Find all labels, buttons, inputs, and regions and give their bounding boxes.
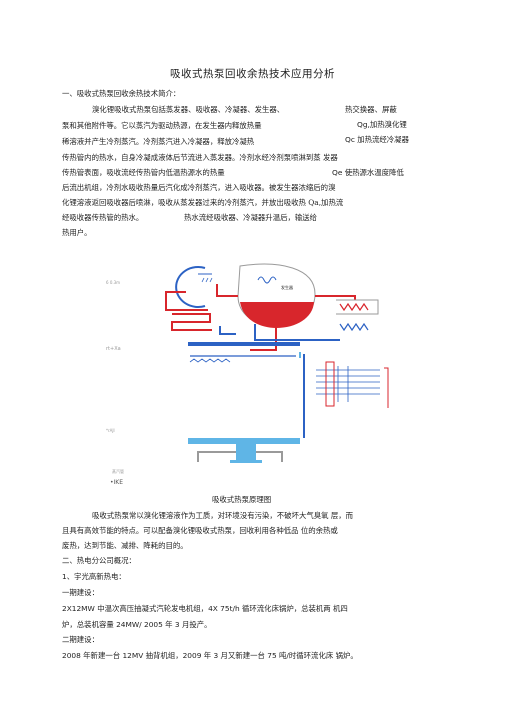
intro-line-0: 溴化锂吸收式热泵包括蒸发器、吸收器、冷凝器、发生器、: [92, 105, 285, 114]
para2-line-2: 废热，达到节能、减排、降耗的目的。: [62, 541, 188, 550]
phase2-heading: 二期建设：: [62, 635, 99, 644]
para2-line-0: 吸收式热泵常以溴化锂溶液作为工质，对环境没有污染，不破坏大气臭氧 层，而: [92, 511, 354, 520]
heat-exchanger-icon: [336, 299, 379, 332]
intro-line-4: 传热管表面，吸收流经传热管内低温热源水的热量: [62, 168, 225, 177]
intro-line-6: 化锂溶液返回吸收器后喷淋，吸收从蒸发器过来的冷剂蒸汽，并放出吸收热 Qa,加热流: [62, 198, 344, 207]
phase2-line-0: 2008 年新建一台 12MV 抽背机组，2009 年 3 月又新建一台 75 …: [62, 651, 358, 660]
absorption-heat-pump-diagram: 6 0.3m rt+Xa *rAJl 蒸汽管 •IKE 发生器: [106, 263, 389, 486]
intro-line-2: 稀溶液并产生冷剂蒸汽。冷剂蒸汽进入冷凝器，释放冷凝热: [62, 137, 255, 146]
phase1-line-1: 炉，总装机容量 24MW/ 2005 年 3 月投产。: [62, 620, 212, 629]
diagram-label-5: •IKE: [110, 479, 123, 486]
intro-line-3: 传热管内的热水，自身冷凝成液体后节流进入蒸发器。冷剂水经冷剂泵喷淋到蒸 发器: [62, 153, 338, 162]
side-note-2: Qg,加热溴化锂: [357, 120, 407, 129]
intro-line-7: 经吸收器传热管的热水。: [62, 213, 144, 222]
diagram-label-3: *rAJl: [106, 428, 115, 433]
intro-line-9: 热用户。: [62, 228, 92, 237]
absorber-tank-icon: [188, 342, 305, 463]
intro-line-5: 后流出机组，冷剂水吸收热量后汽化成冷剂蒸汽，进入吸收器。被发生器浓缩后的溴: [62, 183, 336, 192]
para2-line-1: 且具有高效节能的特点。可以配备溴化锂吸收式热泵，回收利用各种低品 位的余热或: [62, 526, 338, 535]
evaporator-coil-icon: [316, 361, 389, 408]
diagram-label-1: 6 0.3m: [106, 280, 120, 285]
diagram-label-2: rt+Xa: [106, 346, 121, 352]
generator-label: 发生器: [281, 284, 293, 290]
side-note-3: Qc 加热流经冷凝器: [345, 135, 409, 144]
side-note-4: Qe 使热源水温度降低: [332, 168, 404, 177]
diagram-caption: 吸收式热泵原理图: [212, 495, 272, 504]
condenser-drum-icon: [175, 266, 213, 308]
diagram-label-4: 蒸汽管: [112, 468, 124, 474]
intro-line-8: 热水流经吸收器、冷凝器升温后，输送给: [184, 213, 318, 222]
phase1-heading: 一期建设：: [62, 588, 99, 597]
section2-heading: 二、热电分公司概况：: [62, 556, 136, 565]
phase1-line-0: 2X12MW 中温次高压抽凝式汽轮发电机组，4X 75t/h 循环流化床锅炉，总…: [62, 604, 348, 613]
item1-heading: 1、宇光高新热电：: [62, 572, 126, 581]
side-note-1: 热交换器、屏蔽: [345, 105, 397, 114]
pipe-network: [165, 284, 356, 462]
generator-vessel-icon: 发生器: [237, 263, 316, 328]
page-title: 吸收式热泵回收余热技术应用分析: [170, 68, 335, 80]
section1-heading: 一、吸收式热泵回收余热技术简介：: [62, 89, 181, 98]
intro-line-1: 泵和其他附件等。它以蒸汽为驱动热源，在发生器内释放热量: [62, 121, 262, 130]
